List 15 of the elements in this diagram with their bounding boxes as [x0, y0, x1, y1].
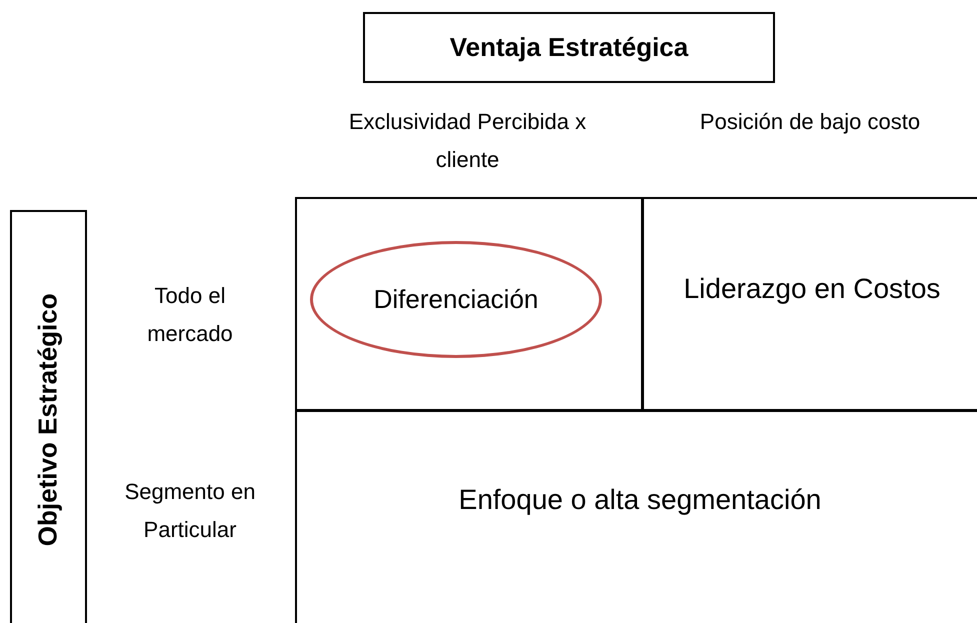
heading-text: Ventaja Estratégica — [450, 30, 688, 64]
highlight-ellipse — [310, 241, 602, 358]
matrix-cell — [295, 410, 977, 623]
heading-text: Objetivo Estratégico — [32, 294, 64, 546]
column-header: Posición de bajo costo — [698, 108, 922, 136]
row-header: Todo el mercado — [146, 282, 234, 348]
cell-text: Enfoque o alta segmentación — [458, 482, 822, 517]
matrix-cell — [295, 197, 643, 411]
title-box — [363, 12, 775, 83]
cell-text: Liderazgo en Costos — [684, 272, 940, 306]
cell-text: Diferenciación — [374, 282, 538, 316]
matrix-cell — [642, 197, 977, 411]
vertical-title-box — [10, 210, 87, 623]
column-header: Exclusividad Percibida x cliente — [348, 108, 588, 174]
row-header: Segmento en Particular — [124, 478, 256, 544]
